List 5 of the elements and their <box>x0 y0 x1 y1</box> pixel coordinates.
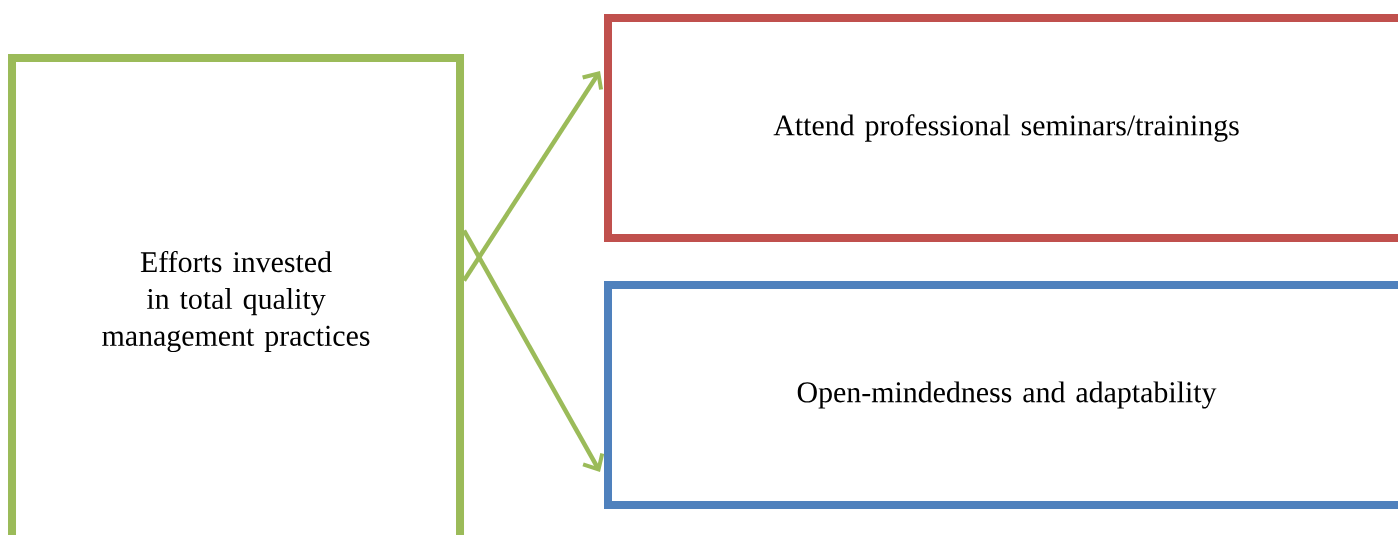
box: Attend professional seminars/trainings <box>604 14 1398 242</box>
arrow <box>462 71 604 282</box>
box: Efforts invested in total quality management practices <box>8 54 464 535</box>
box: Open-mindedness and adaptability <box>604 281 1398 509</box>
arrow <box>462 229 605 472</box>
